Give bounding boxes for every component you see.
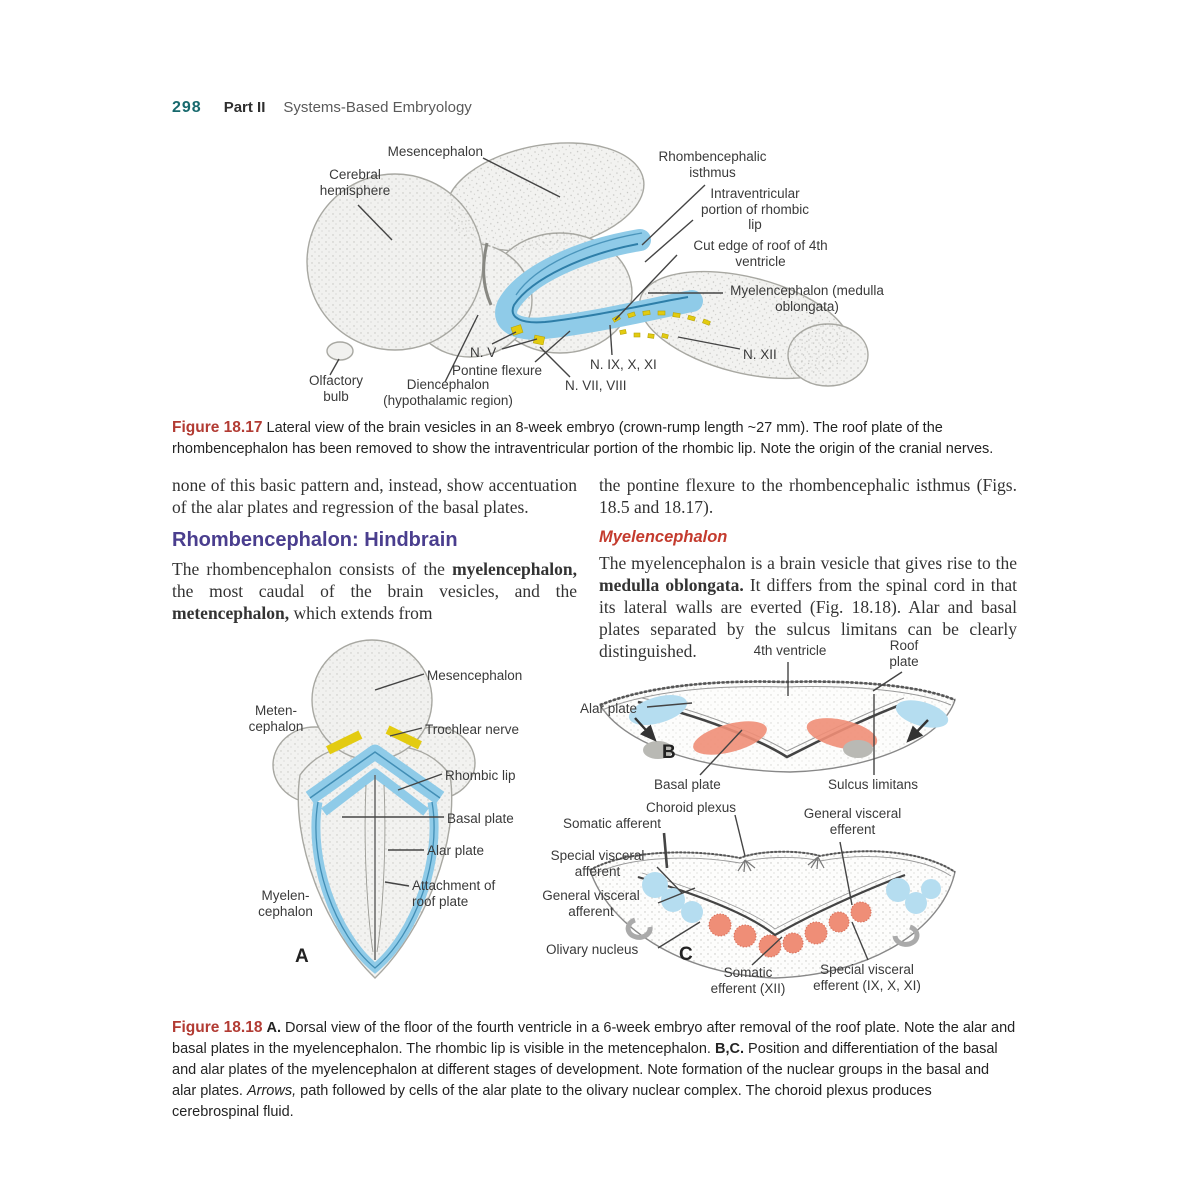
page-number: 298 — [172, 99, 202, 116]
caption-text: Dorsal view of the floor of the fourth v… — [172, 1020, 1016, 1057]
figure-18-17-caption: Figure 18.17 Lateral view of the brain v… — [172, 417, 1017, 460]
caption-text: Position and differentiation of the basa… — [172, 1041, 998, 1099]
label-b-4th-ventricle: 4th ventricle — [753, 643, 827, 658]
label-cut-edge: Cut edge of roof of 4th ventricle — [693, 238, 828, 269]
label-diencephalon: Diencephalon (hypothalamic region) — [383, 377, 513, 408]
caption-bold: B,C. — [715, 1041, 744, 1057]
label-a-alar-plate: Alar plate — [427, 843, 485, 858]
label-olfactory-bulb: Olfactory bulb — [308, 373, 363, 404]
paragraph-text: the pontine flexure to the rhombencephal… — [599, 475, 1017, 517]
label-b-alar-plate: Alar plate — [580, 701, 638, 716]
label-b-basal-plate: Basal plate — [654, 777, 721, 792]
figure-18-18: Mesencephalon Meten-cephalon Trochlear n… — [230, 630, 975, 1016]
left-column: none of this basic pattern and, instead,… — [172, 474, 577, 662]
paragraph-text: The myelencephalon is a brain vesicle th… — [599, 553, 1017, 573]
paragraph: the pontine flexure to the rhombencephal… — [599, 474, 1017, 518]
part-label: Part II — [223, 99, 266, 116]
label-n-v: N. V — [470, 345, 497, 360]
label-c-somatic-afferent: Somatic afferent — [563, 816, 662, 831]
figure-18-17-caption-text: Lateral view of the brain vesicles in an… — [172, 420, 994, 457]
label-c-general-visceral-efferent: General visceral efferent — [803, 806, 902, 837]
figure-18-18-art — [272, 639, 956, 979]
label-b-sulcus-limitans: Sulcus limitans — [828, 777, 919, 792]
label-myelencephalon: Myelencephalon (medulla oblongata) — [730, 283, 884, 314]
caption-italic: Arrows, — [246, 1083, 297, 1099]
panel-letter-c: C — [679, 944, 693, 965]
label-pontine-flexure: Pontine flexure — [452, 363, 543, 378]
label-a-myelencephalon: Myelen-cephalon — [258, 888, 313, 919]
paragraph-text: The rhombencephalon consists of the — [172, 559, 453, 579]
bold-term: medulla oblongata. — [599, 575, 744, 595]
paragraph-text: It differs from the spinal cord in that … — [599, 575, 1017, 661]
label-b-roof-plate: Roof plate — [889, 638, 919, 669]
label-a-basal-plate: Basal plate — [447, 811, 514, 826]
running-head: 298 Part II Systems-Based Embryology — [172, 99, 472, 117]
label-n-ix-x-xi: N. IX, X, XI — [590, 357, 657, 372]
figure-18-17-caption-tag: Figure 18.17 — [172, 419, 263, 436]
bold-term: metencephalon, — [172, 603, 290, 623]
paragraph: The myelencephalon is a brain vesicle th… — [599, 552, 1017, 662]
label-c-special-visceral-afferent: Special visceral afferent — [550, 848, 645, 879]
body-text: none of this basic pattern and, instead,… — [172, 474, 1017, 662]
label-cerebral-hemisphere: Cerebral hemisphere — [319, 167, 391, 198]
figure-18-18-caption: Figure 18.18 A. Dorsal view of the floor… — [172, 1017, 1017, 1123]
caption-bold: A. — [266, 1020, 282, 1036]
label-a-mesencephalon: Mesencephalon — [427, 668, 523, 683]
panel-letter-a: A — [295, 946, 309, 967]
label-a-rhombic-lip: Rhombic lip — [445, 768, 516, 783]
caption-text: path followed by cells of the alar plate… — [172, 1083, 932, 1120]
panel-letter-b: B — [662, 742, 676, 763]
label-intraventricular-portion: Intraventricular portion of rhombic lip — [700, 186, 810, 232]
paragraph-text: which extends from — [289, 603, 433, 623]
section-heading: Rhombencephalon: Hindbrain — [172, 529, 458, 551]
section-title: Systems-Based Embryology — [283, 99, 472, 116]
subsection-heading: Myelencephalon — [599, 528, 728, 546]
label-c-somatic-efferent: Somatic efferent (XII) — [710, 965, 786, 996]
label-rhombencephalic-isthmus: Rhombencephalic isthmus — [658, 149, 767, 180]
bold-term: myelencephalon, — [452, 559, 577, 579]
paragraph: none of this basic pattern and, instead,… — [172, 474, 577, 518]
label-c-general-visceral-afferent: General visceral afferent — [542, 888, 640, 919]
label-n-xii: N. XII — [743, 347, 777, 362]
right-column: the pontine flexure to the rhombencephal… — [599, 474, 1017, 662]
paragraph: The rhombencephalon consists of the myel… — [172, 558, 577, 624]
label-a-attachment-of-roof-plate: Attachment of roof plate — [412, 878, 496, 909]
label-a-trochlear-nerve: Trochlear nerve — [425, 722, 520, 737]
label-mesencephalon: Mesencephalon — [387, 144, 483, 159]
paragraph-text: the most caudal of the brain vesicles, a… — [172, 581, 577, 601]
figure-18-17-art — [306, 135, 869, 399]
label-c-choroid-plexus: Choroid plexus — [646, 800, 737, 815]
label-c-olivary-nucleus: Olivary nucleus — [546, 942, 639, 957]
label-n-vii-viii: N. VII, VIII — [565, 378, 627, 393]
figure-18-18-caption-tag: Figure 18.18 — [172, 1019, 263, 1036]
figure-18-17: Mesencephalon Cerebral hemisphere Rhombe… — [240, 135, 920, 417]
paragraph-text: none of this basic pattern and, instead,… — [172, 475, 577, 517]
label-c-special-visceral-efferent: Special visceral efferent (IX, X, XI) — [813, 962, 921, 993]
label-a-metencephalon: Meten-cephalon — [248, 703, 304, 734]
